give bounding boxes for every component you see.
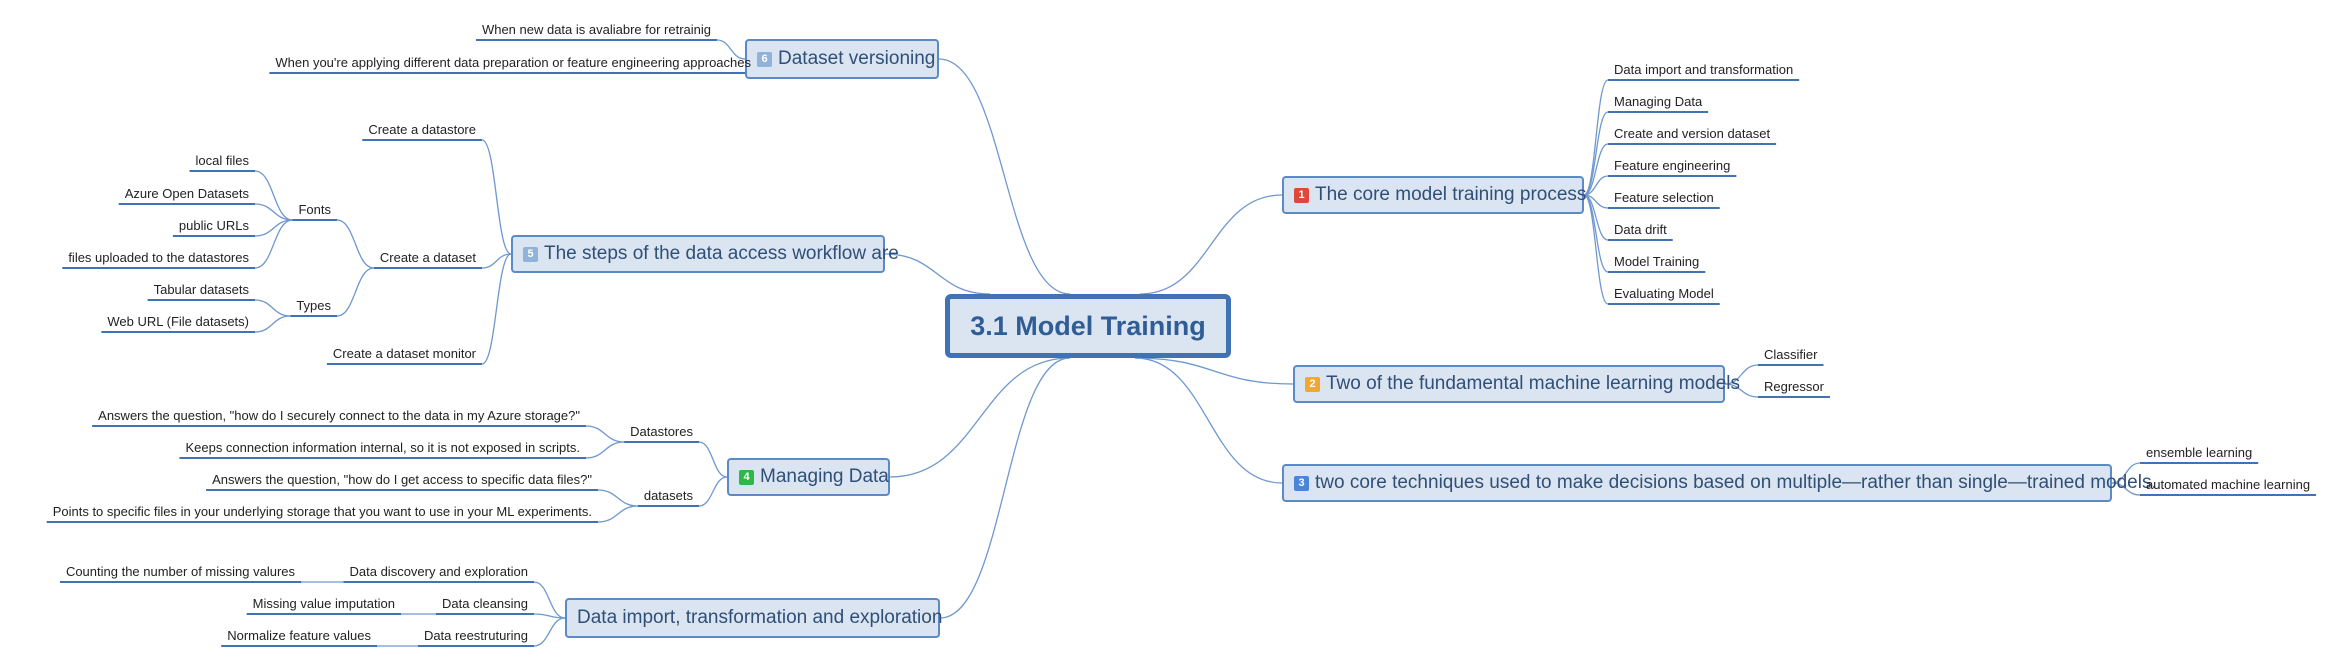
- core-leaf-connector: [1583, 194, 1609, 305]
- datasets-leaf-connector: [597, 489, 638, 507]
- topic-managing-data[interactable]: 4 Managing Data: [727, 458, 890, 496]
- leaf-datasets[interactable]: datasets: [643, 488, 693, 503]
- leaf-ensemble-learning[interactable]: ensemble learning: [2146, 445, 2253, 460]
- managing-to-datastores: [698, 441, 728, 478]
- topic-label: The core model training process: [1315, 184, 1587, 205]
- leaf-datastores[interactable]: Datastores: [630, 424, 693, 439]
- models-leaf-connector: [1724, 383, 1759, 398]
- topic-label: The steps of the data access workflow ar…: [544, 243, 899, 264]
- types-leaf-connector: [254, 315, 291, 333]
- dataset-to-fonts: [336, 219, 374, 269]
- managing-to-datasets: [698, 476, 728, 507]
- leaf-datastores-0[interactable]: Answers the question, "how do I securely…: [98, 408, 580, 423]
- priority-3-icon: 3: [1294, 475, 1309, 491]
- root-to-access: [884, 253, 991, 295]
- leaf-data-discovery[interactable]: Data discovery and exploration: [349, 564, 529, 579]
- topic-data-import[interactable]: Data import, transformation and explorat…: [565, 598, 943, 638]
- datasets-leaf-connector: [597, 505, 638, 523]
- leaf-core-2[interactable]: Create and version dataset: [1614, 126, 1771, 141]
- topic-label: Managing Data: [760, 466, 889, 487]
- leaf-types-1[interactable]: Web URL (File datasets): [107, 314, 249, 329]
- leaf-fonts-0[interactable]: local files: [195, 153, 249, 168]
- leaf-automl[interactable]: automated machine learning: [2146, 477, 2311, 492]
- datastores-leaf-connector: [585, 425, 625, 443]
- access-leaf-connector: [481, 253, 512, 269]
- versioning-leaf-connector: [716, 39, 746, 60]
- topic-dataset-versioning[interactable]: 6 Dataset versioning: [745, 39, 939, 79]
- root-to-managing: [889, 357, 1071, 478]
- core-leaf-connector: [1583, 143, 1609, 196]
- leaf-datastores-1[interactable]: Keeps connection information internal, s…: [185, 440, 580, 455]
- leaf-create-dataset[interactable]: Create a dataset: [379, 250, 476, 265]
- priority-6-icon: 6: [757, 51, 772, 67]
- leaf-core-6[interactable]: Model Training: [1614, 254, 1700, 269]
- topic-data-access-workflow[interactable]: 5 The steps of the data access workflow …: [511, 235, 899, 273]
- techniques-leaf-connector: [2111, 482, 2141, 496]
- leaf-versioning-1[interactable]: When you're applying different data prep…: [275, 55, 751, 70]
- leaf-classifier[interactable]: Classifier: [1764, 347, 1818, 362]
- access-leaf-connector: [481, 253, 512, 365]
- leaf-core-5[interactable]: Data drift: [1614, 222, 1667, 237]
- techniques-leaf-connector: [2111, 462, 2141, 484]
- leaf-fonts-2[interactable]: public URLs: [178, 218, 249, 233]
- topic-label: Dataset versioning: [778, 48, 936, 69]
- priority-1-icon: 1: [1294, 187, 1309, 203]
- fonts-leaf-connector: [254, 170, 293, 221]
- leaf-create-dataset-monitor[interactable]: Create a dataset monitor: [332, 346, 476, 361]
- leaf-core-3[interactable]: Feature engineering: [1614, 158, 1731, 173]
- import-leaf-connector: [533, 617, 566, 647]
- access-leaf-connector: [481, 139, 512, 255]
- leaf-core-7[interactable]: Evaluating Model: [1614, 286, 1714, 301]
- topic-core-techniques[interactable]: 3 two core techniques used to make decis…: [1282, 464, 2157, 502]
- leaf-restructuring-detail[interactable]: Normalize feature values: [227, 628, 371, 643]
- root-to-core: [1139, 194, 1283, 295]
- core-leaf-connector: [1583, 79, 1609, 196]
- leaf-core-4[interactable]: Feature selection: [1614, 190, 1714, 205]
- leaf-cleansing-detail[interactable]: Missing value imputation: [252, 596, 395, 611]
- leaf-fonts[interactable]: Fonts: [298, 202, 331, 217]
- models-leaf-connector: [1724, 364, 1759, 385]
- fonts-leaf-connector: [254, 203, 293, 221]
- leaf-fonts-1[interactable]: Azure Open Datasets: [124, 186, 249, 201]
- core-leaf-connector: [1583, 175, 1609, 196]
- datastores-leaf-connector: [585, 441, 625, 459]
- leaf-core-1[interactable]: Managing Data: [1614, 94, 1703, 109]
- core-leaf-connector: [1583, 111, 1609, 196]
- priority-2-icon: 2: [1305, 376, 1320, 392]
- topic-label: two core techniques used to make decisio…: [1315, 472, 2157, 493]
- fonts-leaf-connector: [254, 219, 293, 269]
- leaf-create-datastore[interactable]: Create a datastore: [368, 122, 476, 137]
- leaf-datasets-1[interactable]: Points to specific files in your underly…: [52, 504, 592, 519]
- leaf-core-0[interactable]: Data import and transformation: [1614, 62, 1794, 77]
- leaf-fonts-3[interactable]: files uploaded to the datastores: [68, 250, 249, 265]
- topic-label: Two of the fundamental machine learning …: [1326, 373, 1741, 394]
- import-leaf-connector: [533, 581, 566, 619]
- root-to-techniques: [1134, 357, 1283, 484]
- dataset-to-types: [336, 267, 374, 317]
- leaf-datasets-0[interactable]: Answers the question, "how do I get acce…: [212, 472, 592, 487]
- topic-label: Data import, transformation and explorat…: [577, 607, 943, 628]
- leaf-data-restructuring[interactable]: Data reestruturing: [423, 628, 528, 643]
- core-leaf-connector: [1583, 194, 1609, 273]
- root-label: 3.1 Model Training: [970, 310, 1206, 341]
- leaf-data-cleansing[interactable]: Data cleansing: [442, 596, 528, 611]
- leaf-regressor[interactable]: Regressor: [1764, 379, 1824, 394]
- root-to-models: [1134, 357, 1294, 385]
- leaf-versioning-0[interactable]: When new data is avaliabre for retrainig: [481, 22, 711, 37]
- root-topic[interactable]: 3.1 Model Training: [945, 294, 1231, 358]
- priority-5-icon: 5: [523, 246, 538, 262]
- root-to-import: [939, 357, 1071, 619]
- leaf-types-0[interactable]: Tabular datasets: [153, 282, 249, 297]
- types-leaf-connector: [254, 299, 291, 317]
- root-to-versioning: [938, 58, 1071, 295]
- leaf-types[interactable]: Types: [296, 298, 331, 313]
- topic-core-training-process[interactable]: 1 The core model training process: [1282, 176, 1587, 214]
- priority-4-icon: 4: [739, 469, 754, 485]
- topic-fundamental-models[interactable]: 2 Two of the fundamental machine learnin…: [1293, 365, 1740, 403]
- leaf-discovery-detail[interactable]: Counting the number of missing valures: [65, 564, 295, 579]
